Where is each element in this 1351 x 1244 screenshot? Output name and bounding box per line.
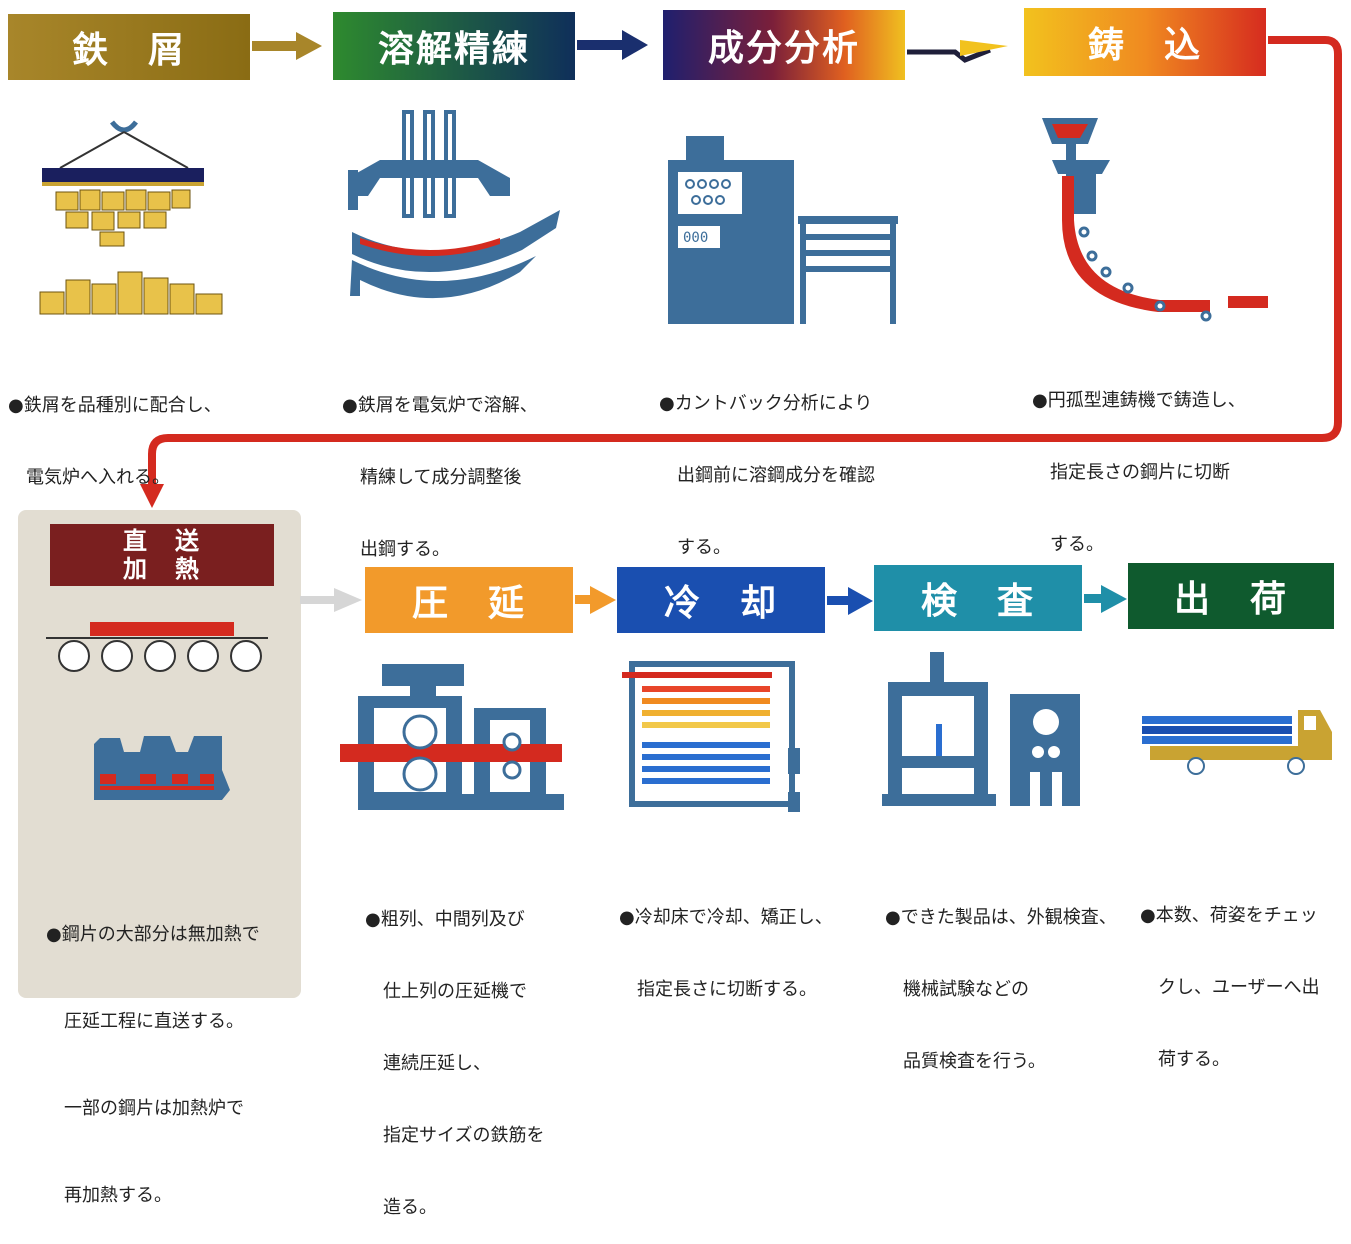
testing-machine-illustration: [882, 652, 1080, 806]
step-cooling-description: ●冷却床で冷却、矯正し、 指定長さに切断する。: [619, 907, 833, 1000]
step-casting-description: ●円孤型連鋳機で鋳造し、 指定長さの鋼片に切断 する。: [1032, 390, 1246, 555]
step-rolling-title: 圧 延: [365, 567, 573, 633]
arrow-rolling-to-cooling: [575, 586, 616, 614]
step-inspection-description: ●できた製品は、外観検査、 機械試験などの 品質検査を行う。: [885, 907, 1117, 1072]
arrow-cooling-to-inspection: [827, 587, 873, 615]
step-inspection-title: 検 査: [874, 565, 1082, 631]
rolling-mill-illustration: [340, 664, 564, 810]
arrow-melting-to-analysis: [577, 30, 648, 60]
direct-heat-illustration: [46, 622, 268, 800]
step-analysis-description: ●カントバック分析により 出鋼前に溶鋼成分を確認 する。: [659, 393, 875, 558]
step-analysis-title: 成分分析: [663, 10, 905, 80]
step-direct-heat-title: 直 送 加 熱: [50, 524, 274, 586]
step-direct-heat-description: ●鋼片の大部分は無加熱で 圧延工程に直送する。 一部の鋼片は加熱炉で 再加熱する…: [46, 924, 260, 1206]
step-cooling-title: 冷 却: [617, 567, 825, 633]
cooling-bed-illustration: [622, 661, 800, 812]
step-melting-title: 溶解精練: [333, 12, 575, 80]
continuous-caster-illustration: [1042, 118, 1268, 322]
step-melting-description: ●鉄屑を電気炉で溶解、 精練して成分調整後 出鋼する。: [342, 395, 538, 560]
arrow-analysis-to-casting: [907, 40, 1008, 63]
arrow-direct-to-rolling: [300, 588, 362, 612]
analyzer-illustration: 000: [668, 136, 898, 324]
scrap-crane-illustration: [39, 120, 223, 315]
electric-furnace-illustration: [348, 110, 560, 299]
step-shipping-description: ●本数、荷姿をチェッ クし、ユーザーへ出 荷する。: [1140, 905, 1320, 1070]
step-scrap-title: 鉄 屑: [8, 14, 250, 80]
step-casting-title: 鋳 込: [1024, 8, 1266, 76]
arrow-inspection-to-shipping: [1084, 585, 1127, 613]
process-illustrations: 000: [39, 30, 1342, 812]
step-shipping-title: 出 荷: [1128, 563, 1334, 629]
flow-line-casting-to-direct: [140, 36, 1342, 508]
gauge-readout: 000: [683, 230, 708, 246]
step-scrap-description: ●鉄屑を品種別に配合し、 電気炉へ入れる。: [8, 395, 222, 488]
step-rolling-description: ●粗列、中間列及び 仕上列の圧延機で 連続圧延し、 指定サイズの鉄筋を 造る。: [365, 909, 545, 1218]
truck-illustration: [1142, 710, 1332, 775]
arrow-scrap-to-melting: [252, 32, 322, 60]
